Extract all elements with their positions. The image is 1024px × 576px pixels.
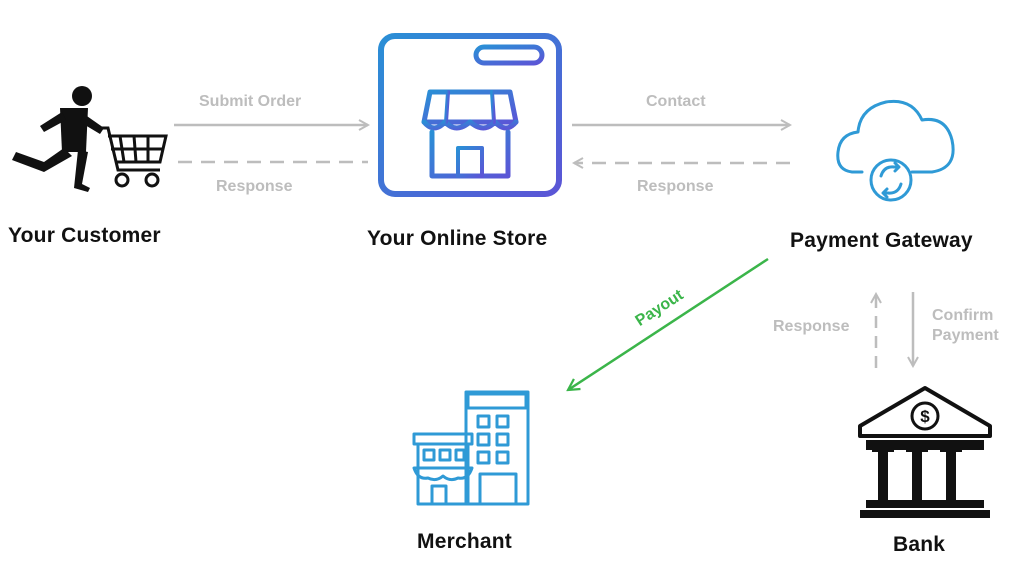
contact-label: Contact [646, 93, 706, 110]
cloud-sync-icon [836, 99, 955, 202]
online-store-window-icon [378, 33, 562, 197]
payout-arrow [568, 257, 769, 390]
gateway-response-label: Response [637, 178, 714, 195]
bank-label: Bank [893, 533, 946, 556]
merchant-label: Merchant [417, 530, 512, 553]
customer-response-label: Response [216, 178, 293, 195]
svg-text:$: $ [920, 407, 930, 426]
confirm-payment-line1: Confirm [932, 307, 994, 324]
city-buildings-icon [412, 390, 530, 506]
confirm-payment-line2: Payment [932, 327, 999, 344]
bank-dollar-icon: $ [858, 386, 992, 518]
customer-label: Your Customer [8, 224, 161, 247]
bank-response-label: Response [773, 318, 850, 335]
confirm-payment-label: Confirm Payment [932, 306, 999, 346]
gateway-label: Payment Gateway [790, 229, 973, 252]
payout-label: Payout [633, 286, 688, 330]
running-shopper-icon [12, 86, 168, 192]
submit-order-label: Submit Order [199, 93, 302, 110]
store-label: Your Online Store [367, 227, 548, 250]
